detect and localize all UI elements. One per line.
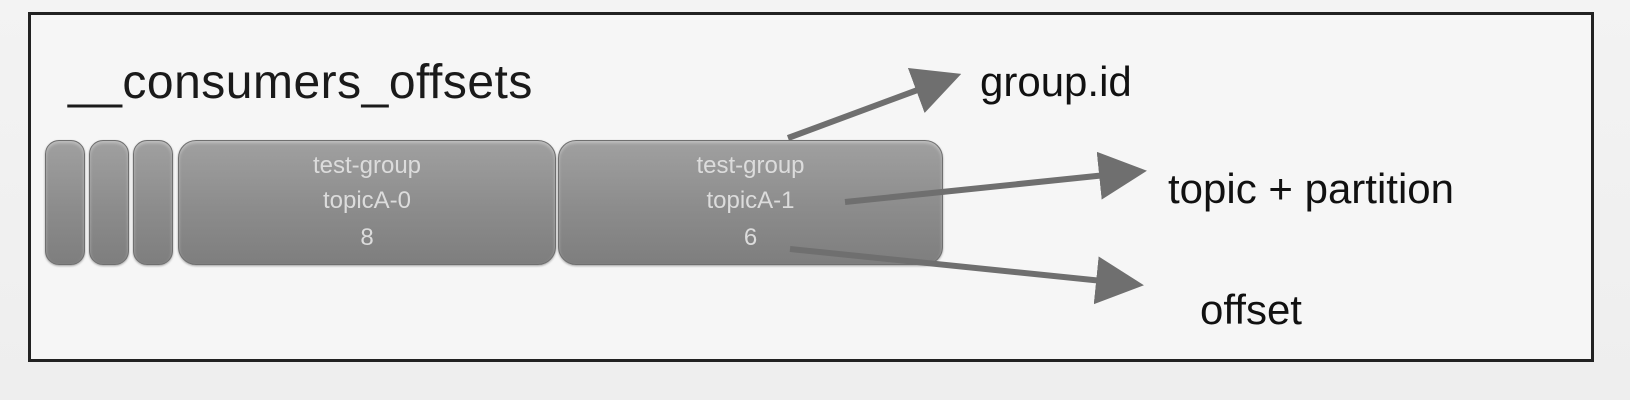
topic-title: __consumers_offsets bbox=[68, 56, 533, 109]
label-topic-partition: topic + partition bbox=[1168, 165, 1455, 212]
segment-offset-text: 6 bbox=[743, 224, 758, 251]
segment-topic-partition-text: topicA-0 bbox=[322, 187, 412, 214]
small-segment bbox=[89, 140, 129, 265]
segment-group-text: test-group bbox=[696, 152, 805, 179]
label-group-id: group.id bbox=[980, 58, 1132, 105]
record-segment-1: test-group topicA-0 8 bbox=[178, 140, 556, 265]
label-offset: offset bbox=[1200, 286, 1302, 333]
small-segment bbox=[45, 140, 85, 265]
small-segment bbox=[133, 140, 173, 265]
record-segment-2: test-group topicA-1 6 bbox=[558, 140, 943, 265]
segment-topic-partition-text: topicA-1 bbox=[706, 187, 795, 214]
segment-offset-text: 8 bbox=[360, 224, 374, 251]
segment-group-text: test-group bbox=[312, 152, 422, 179]
